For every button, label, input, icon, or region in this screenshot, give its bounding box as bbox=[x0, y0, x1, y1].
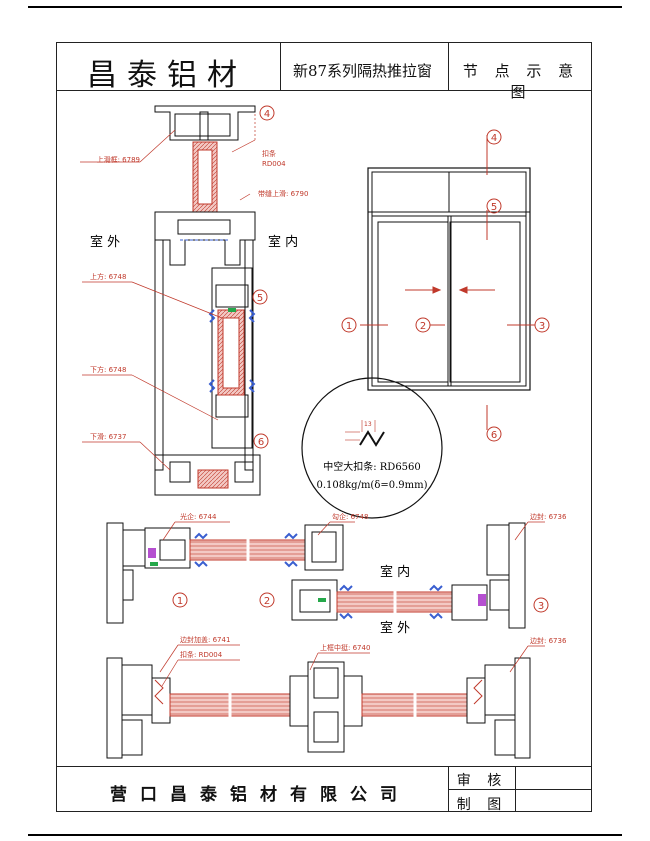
title-block-divider bbox=[56, 90, 592, 91]
horizontal-leaders bbox=[162, 521, 545, 541]
label-bottom-frame: 下滑: 6737 bbox=[90, 432, 126, 441]
label-side-frame-bottom: 边封: 6736 bbox=[530, 636, 567, 645]
marker-1-horizontal: 1 bbox=[177, 596, 183, 607]
vertical-section bbox=[154, 105, 261, 496]
marker-6-vertical-text: 6 bbox=[258, 437, 264, 448]
label-sash-side: 光企: 6744 bbox=[180, 512, 217, 521]
company-name: 昌泰铝材 bbox=[87, 58, 247, 93]
vertical-leaders bbox=[80, 112, 256, 471]
marker-3-horizontal: 3 bbox=[538, 601, 544, 612]
drawing-type-title: 节 点 示 意 图 bbox=[462, 62, 580, 101]
bottom-section bbox=[106, 657, 531, 759]
window-elevation bbox=[367, 167, 531, 391]
label-mid-mullion: 上框中挺: 6740 bbox=[320, 643, 370, 652]
marker-1-elev: 1 bbox=[346, 321, 352, 332]
label-glazing-bead: 扣条 bbox=[262, 149, 276, 158]
label-indoor-horizontal: 室 内 bbox=[380, 564, 410, 580]
label-indoor-vertical: 室 内 bbox=[268, 234, 298, 250]
review-label: 审 核 bbox=[456, 773, 508, 789]
label-bead-code: RD004 bbox=[262, 160, 286, 168]
horizontal-markers bbox=[172, 592, 549, 613]
marker-2-horizontal: 2 bbox=[264, 596, 270, 607]
label-top-frame: 上滑框: 6789 bbox=[97, 155, 140, 164]
bottom-border-line bbox=[28, 834, 622, 836]
footer-company-name: 营口昌泰铝材有限公司 bbox=[110, 785, 410, 805]
marker-5-vertical bbox=[252, 289, 268, 305]
marker-2-elev: 2 bbox=[420, 321, 426, 332]
detail-line-2: 0.108kg/m(δ=0.9mm) bbox=[316, 480, 427, 491]
top-border-line bbox=[28, 6, 622, 8]
horizontal-section bbox=[106, 522, 526, 629]
marker-5-elev: 5 bbox=[491, 202, 497, 213]
label-side-frame-plus: 边封加盖: 6741 bbox=[180, 635, 230, 644]
elevation-markers bbox=[341, 129, 550, 442]
marker-4-elev: 4 bbox=[491, 133, 497, 144]
marker-6-elev: 6 bbox=[491, 430, 497, 441]
label-bead-bottom: 扣条: RD004 bbox=[180, 650, 223, 659]
detail-callout bbox=[301, 377, 443, 519]
marker-4-vertical-text: 4 bbox=[264, 109, 270, 120]
label-upper-sash: 上方: 6748 bbox=[90, 272, 126, 281]
label-outdoor-horizontal: 室 外 bbox=[380, 620, 410, 636]
detail-line-1: 中空大扣条: RD6560 bbox=[323, 460, 421, 473]
marker-4-vertical bbox=[259, 105, 275, 121]
marker-6-vertical bbox=[253, 433, 269, 449]
detail-dimension: 13 bbox=[364, 421, 372, 428]
vertical-section-markers bbox=[252, 105, 275, 449]
marker-5-vertical-text: 5 bbox=[257, 293, 263, 304]
drawing-frame bbox=[56, 42, 592, 812]
label-side-frame: 边封: 6736 bbox=[530, 512, 567, 521]
drawn-label: 制 图 bbox=[456, 797, 508, 813]
elevation-arrows bbox=[360, 135, 535, 430]
footer-divider bbox=[56, 766, 592, 767]
bottom-leaders bbox=[159, 644, 545, 687]
footer-hdivider bbox=[448, 789, 592, 790]
title-divider-2 bbox=[448, 42, 449, 90]
marker-3-elev: 3 bbox=[539, 321, 545, 332]
label-lower-sash: 下方: 6748 bbox=[90, 365, 126, 374]
title-divider-1 bbox=[280, 42, 281, 90]
window-series-title: 新87系列隔热推拉窗 bbox=[292, 62, 433, 80]
label-outdoor-vertical: 室 外 bbox=[90, 234, 120, 250]
label-middle-rail: 带缝上滑: 6790 bbox=[258, 189, 308, 198]
label-hook: 勾企: 6748 bbox=[332, 512, 368, 521]
